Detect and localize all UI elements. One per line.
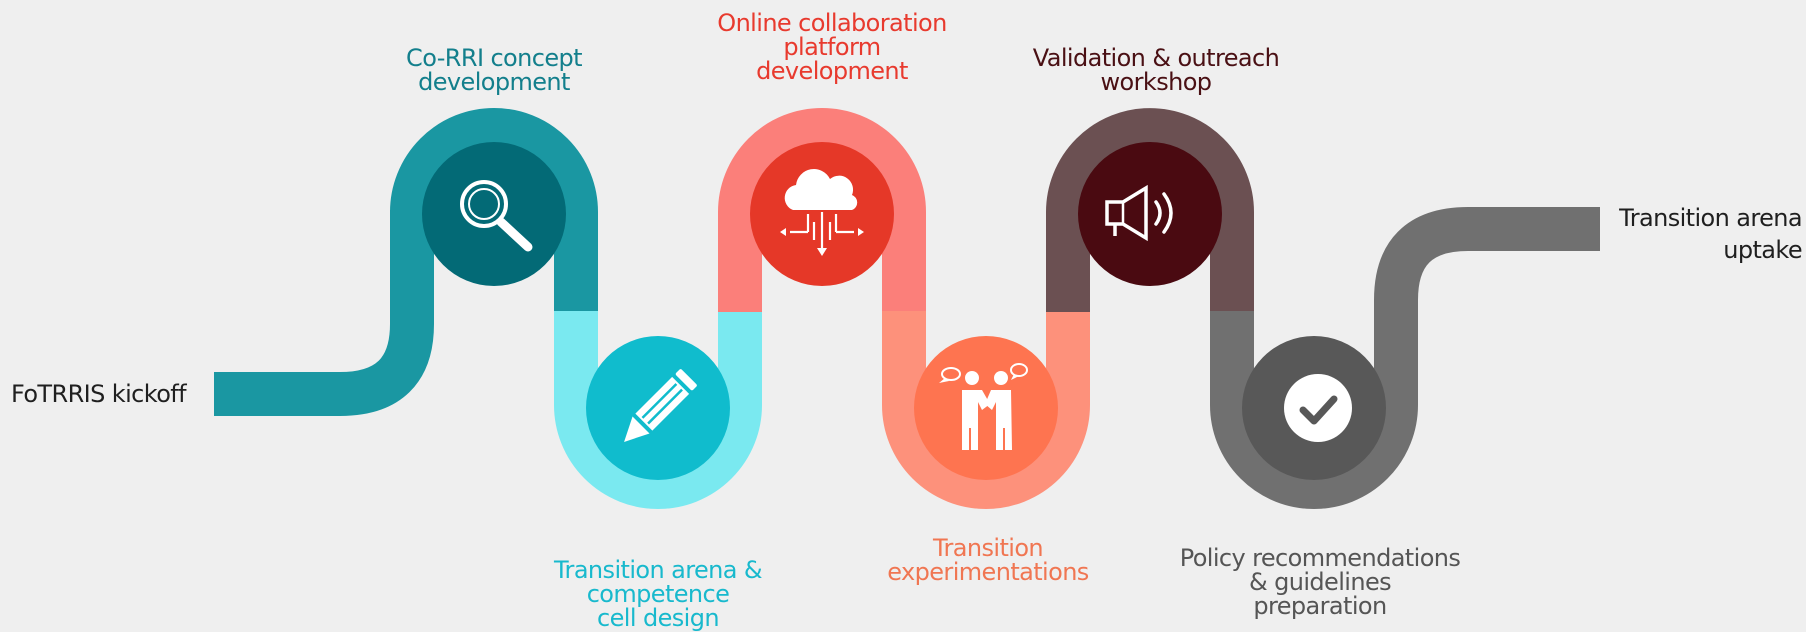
track-hump-1 [390,108,598,312]
megaphone-icon [1105,184,1173,242]
label-step-3: Online collaboration platform developmen… [717,9,947,85]
magnifier-icon [460,180,533,252]
label-step-1: Co-RRI concept development [406,44,583,96]
step-circle-5 [1078,142,1222,286]
checkmark-icon [1284,374,1352,442]
track-hump-2 [718,108,926,312]
step-circle-4 [914,336,1058,480]
label-step-6: Policy recommendations & guidelines prep… [1179,544,1461,620]
label-step-2: Transition arena & competence cell desig… [554,556,763,632]
cloud-network-icon [780,169,864,256]
label-step-5: Validation & outreach workshop [1032,44,1280,96]
track-hump-3 [1046,108,1254,312]
track-start [214,210,434,416]
track-valley-2 [882,311,1090,509]
pencil-icon [624,369,697,442]
track-end [1210,207,1600,509]
label-start: FoTRRIS kickoff [11,380,187,408]
label-step-4: Transition experimentations [887,534,1089,586]
track-valley-1 [554,311,762,509]
handshake-icon [939,363,1028,450]
label-end: Transition arena uptake [1619,204,1802,264]
